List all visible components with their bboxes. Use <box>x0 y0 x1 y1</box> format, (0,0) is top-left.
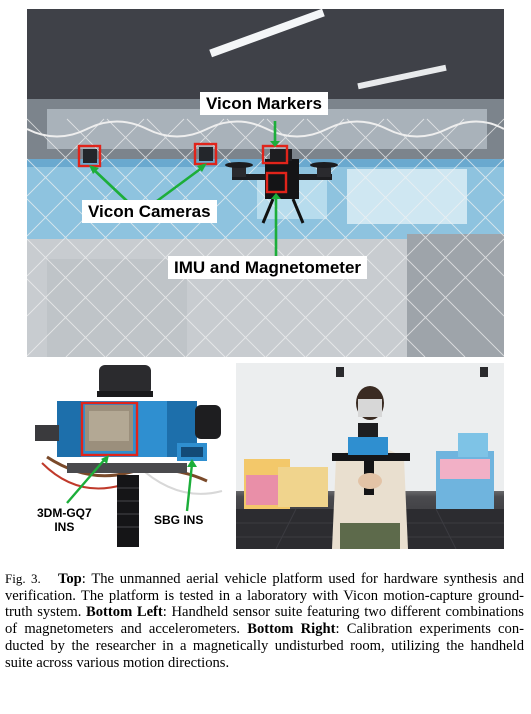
caption-bottom-left-text: : Handheld sensor suite featuring two di… <box>5 604 524 638</box>
vicon-cameras-label: Vicon Cameras <box>82 200 217 223</box>
sbg-ins-label: SBG INS <box>150 512 208 528</box>
caption-top-text: : The unmanned aerial vehicle platform u… <box>5 571 524 621</box>
3dm-gq7-label-line2: INS <box>54 519 75 534</box>
bottom-left-photo-sensor-suite <box>27 363 227 549</box>
caption-top-heading: Top <box>57 571 82 587</box>
sensor-suite-illustration <box>35 365 223 547</box>
uav-lab-scene <box>27 9 504 357</box>
caption-bottom-right-heading: Bottom Right <box>247 621 336 638</box>
top-photo-uav-lab <box>27 9 504 357</box>
3dm-gq7-ins-label: 3DM-GQ7 INS <box>33 505 96 537</box>
vicon-markers-label: Vicon Markers <box>200 92 328 115</box>
imu-magnetometer-label: IMU and Magnetometer <box>168 256 368 279</box>
3dm-gq7-label-line1: 3DM-GQ7 <box>37 506 92 520</box>
figure-number: Fig. 3. <box>5 571 41 586</box>
calibration-scene <box>236 363 504 549</box>
caption-bottom-left-heading: Bottom Left <box>86 604 163 621</box>
bottom-right-photo-calibration <box>236 363 504 549</box>
caption-bottom-right-text: : Calibration experiments con­ducted by … <box>5 621 524 671</box>
figure-caption: Fig. 3. Top: The unmanned aerial vehicle… <box>5 571 524 671</box>
